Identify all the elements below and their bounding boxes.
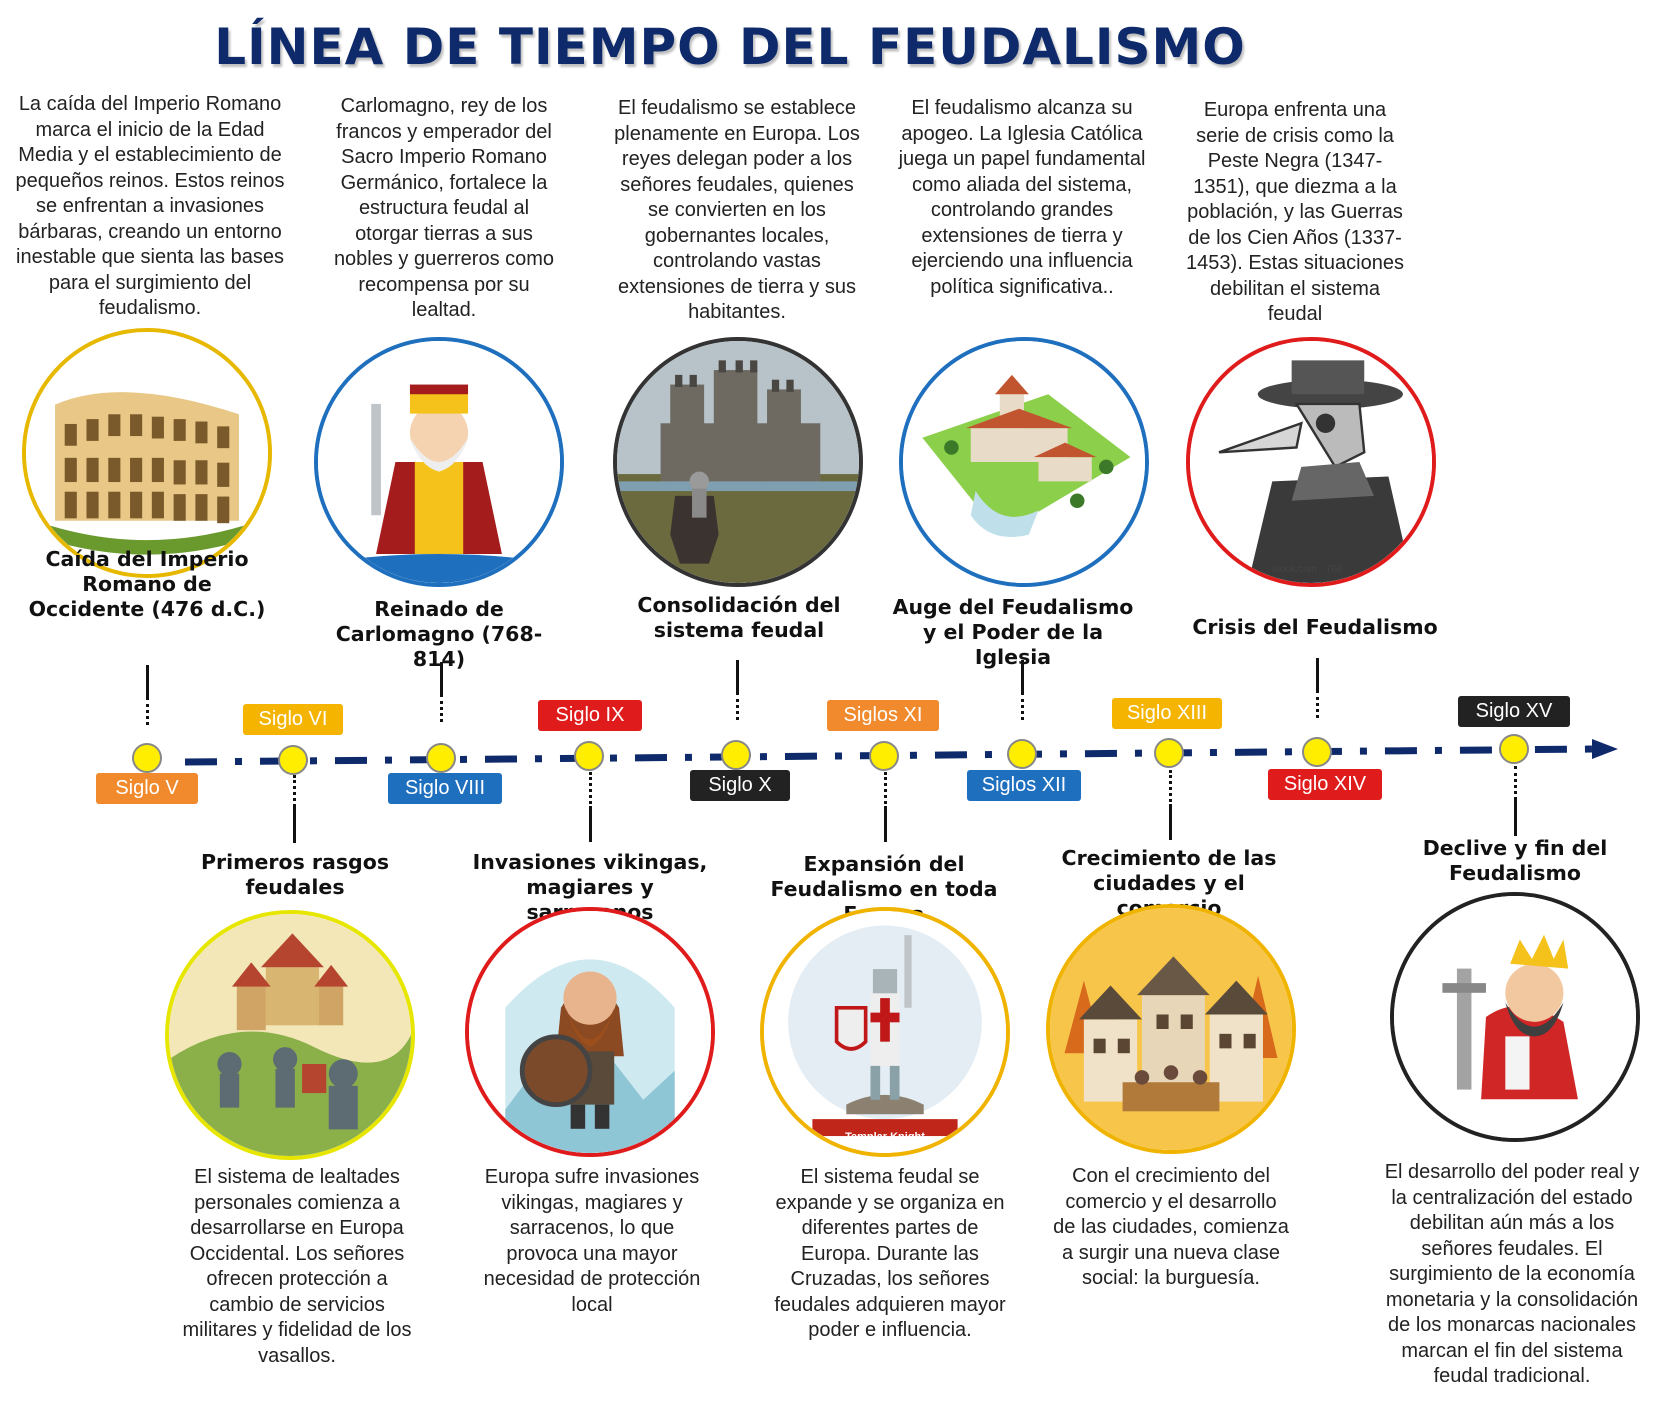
event-description: El desarrollo del poder real y la centra…: [1384, 1161, 1640, 1387]
viking-icon: [469, 911, 711, 1153]
event-image: stock.com · 766: [1186, 337, 1436, 587]
event-image: [22, 328, 272, 578]
event-image: [899, 337, 1149, 587]
castle-knight-icon: [617, 341, 859, 583]
timeline-dot: [132, 743, 162, 773]
century-badge: Siglo IX: [538, 700, 642, 731]
event-label: Primeros rasgos feudales: [200, 850, 390, 899]
event-description: El feudalismo se establece plenamente en…: [614, 97, 860, 323]
templar-knight-icon: [764, 911, 1006, 1153]
event-image: [165, 910, 415, 1160]
event-description: Con el crecimiento del comercio y el des…: [1053, 1165, 1289, 1289]
timeline-dot: [1154, 738, 1184, 768]
timeline-dot: [574, 741, 604, 771]
century-badge: Siglo VIII: [388, 773, 502, 804]
event-description: El sistema de lealtades personales comie…: [182, 1166, 412, 1367]
century-badge: Siglo XIV: [1268, 769, 1382, 800]
event-description: El sistema feudal se expande y se organi…: [774, 1166, 1006, 1341]
timeline-dot: [1499, 734, 1529, 764]
event-label: Declive y fin del Feudalismo: [1422, 836, 1608, 885]
event-image: [465, 907, 715, 1157]
century-badge: Siglo X: [690, 770, 790, 801]
century-badge: Siglos XI: [827, 700, 939, 731]
timeline-dot: [426, 743, 456, 773]
knights-castle-icon: [169, 914, 411, 1156]
century-badge: Siglos XII: [967, 770, 1081, 801]
event-label: Auge del Feudalismo y el Poder de la Igl…: [892, 595, 1134, 669]
timeline-dot: [278, 745, 308, 775]
timeline-dot: [721, 740, 751, 770]
century-badge: Siglo VI: [243, 704, 343, 735]
monastery-icon: [903, 341, 1145, 583]
event-label: Reinado de Carlomagno (768-814): [335, 597, 543, 671]
axis-arrow-icon: [1592, 739, 1618, 759]
colosseum-icon: [26, 332, 268, 574]
event-image: [1046, 904, 1296, 1154]
century-badge: Siglo XIII: [1112, 698, 1222, 729]
event-label: Consolidación del sistema feudal: [637, 593, 841, 642]
event-description: Carlomagno, rey de los francos y emperad…: [333, 95, 555, 321]
event-image: [314, 337, 564, 587]
event-label: Crisis del Feudalismo: [1192, 615, 1438, 639]
medieval-town-icon: [1050, 908, 1292, 1150]
timeline-dot: [1302, 737, 1332, 767]
event-image: [1390, 892, 1640, 1142]
event-image: Templar Knight: [760, 907, 1010, 1157]
event-description: Europa sufre invasiones vikingas, magiar…: [483, 1166, 701, 1316]
event-label: Caída del Imperio Romano de Occidente (4…: [28, 547, 266, 621]
image-caption: stock.com · 766: [1272, 564, 1343, 575]
timeline-dot: [1007, 739, 1037, 769]
event-label: Crecimiento de las ciudades y el comerci…: [1061, 846, 1277, 920]
event-image: [613, 337, 863, 587]
page-title: LÍNEA DE TIEMPO DEL FEUDALISMO: [214, 18, 1246, 76]
century-badge: Siglo V: [96, 773, 198, 804]
century-badge: Siglo XV: [1458, 696, 1570, 727]
event-description: El feudalismo alcanza su apogeo. La Igle…: [898, 97, 1146, 298]
emperor-icon: [318, 341, 560, 583]
king-icon: [1394, 896, 1636, 1138]
plague-doctor-icon: [1190, 341, 1432, 583]
timeline-dot: [869, 741, 899, 771]
image-caption: Templar Knight: [845, 1131, 925, 1143]
event-description: Europa enfrenta una serie de crisis como…: [1186, 99, 1404, 325]
event-description: La caída del Imperio Romano marca el ini…: [15, 93, 285, 319]
